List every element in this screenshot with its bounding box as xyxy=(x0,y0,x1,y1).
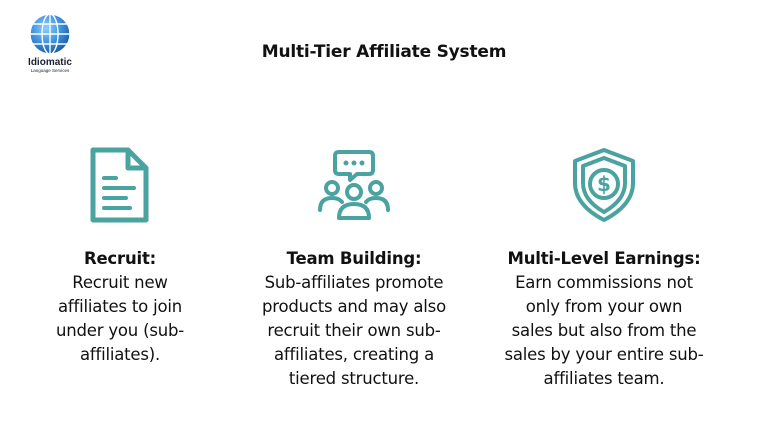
globe-icon xyxy=(29,13,71,55)
multi-level-earnings-heading: Multi-Level Earnings: xyxy=(507,249,701,268)
page-title: Multi-Tier Affiliate System xyxy=(261,42,507,62)
recruit-description: Recruit new affiliates to join under you… xyxy=(55,273,185,364)
document-icon xyxy=(90,147,149,223)
recruit-heading: Recruit: xyxy=(83,249,157,268)
logo-name: Idiomatic xyxy=(28,57,72,68)
column-team-building: Team Building: Sub-affiliates promote pr… xyxy=(234,140,474,391)
svg-text:$: $ xyxy=(597,172,611,196)
logo-subtitle: Language Services xyxy=(30,68,70,73)
multi-level-earnings-description: Earn commissions not only from your own … xyxy=(504,273,704,388)
logo: Idiomatic Language Services xyxy=(24,12,76,73)
shield-dollar-icon: $ xyxy=(573,148,635,222)
team-building-heading: Team Building: xyxy=(286,249,422,268)
column-recruit: Recruit: Recruit new affiliates to join … xyxy=(0,140,240,367)
column-multi-level-earnings: $ Multi-Level Earnings: Earn commissions… xyxy=(484,140,724,391)
team-icon xyxy=(318,150,390,220)
team-building-description: Sub-affiliates promote products and may … xyxy=(262,273,446,388)
